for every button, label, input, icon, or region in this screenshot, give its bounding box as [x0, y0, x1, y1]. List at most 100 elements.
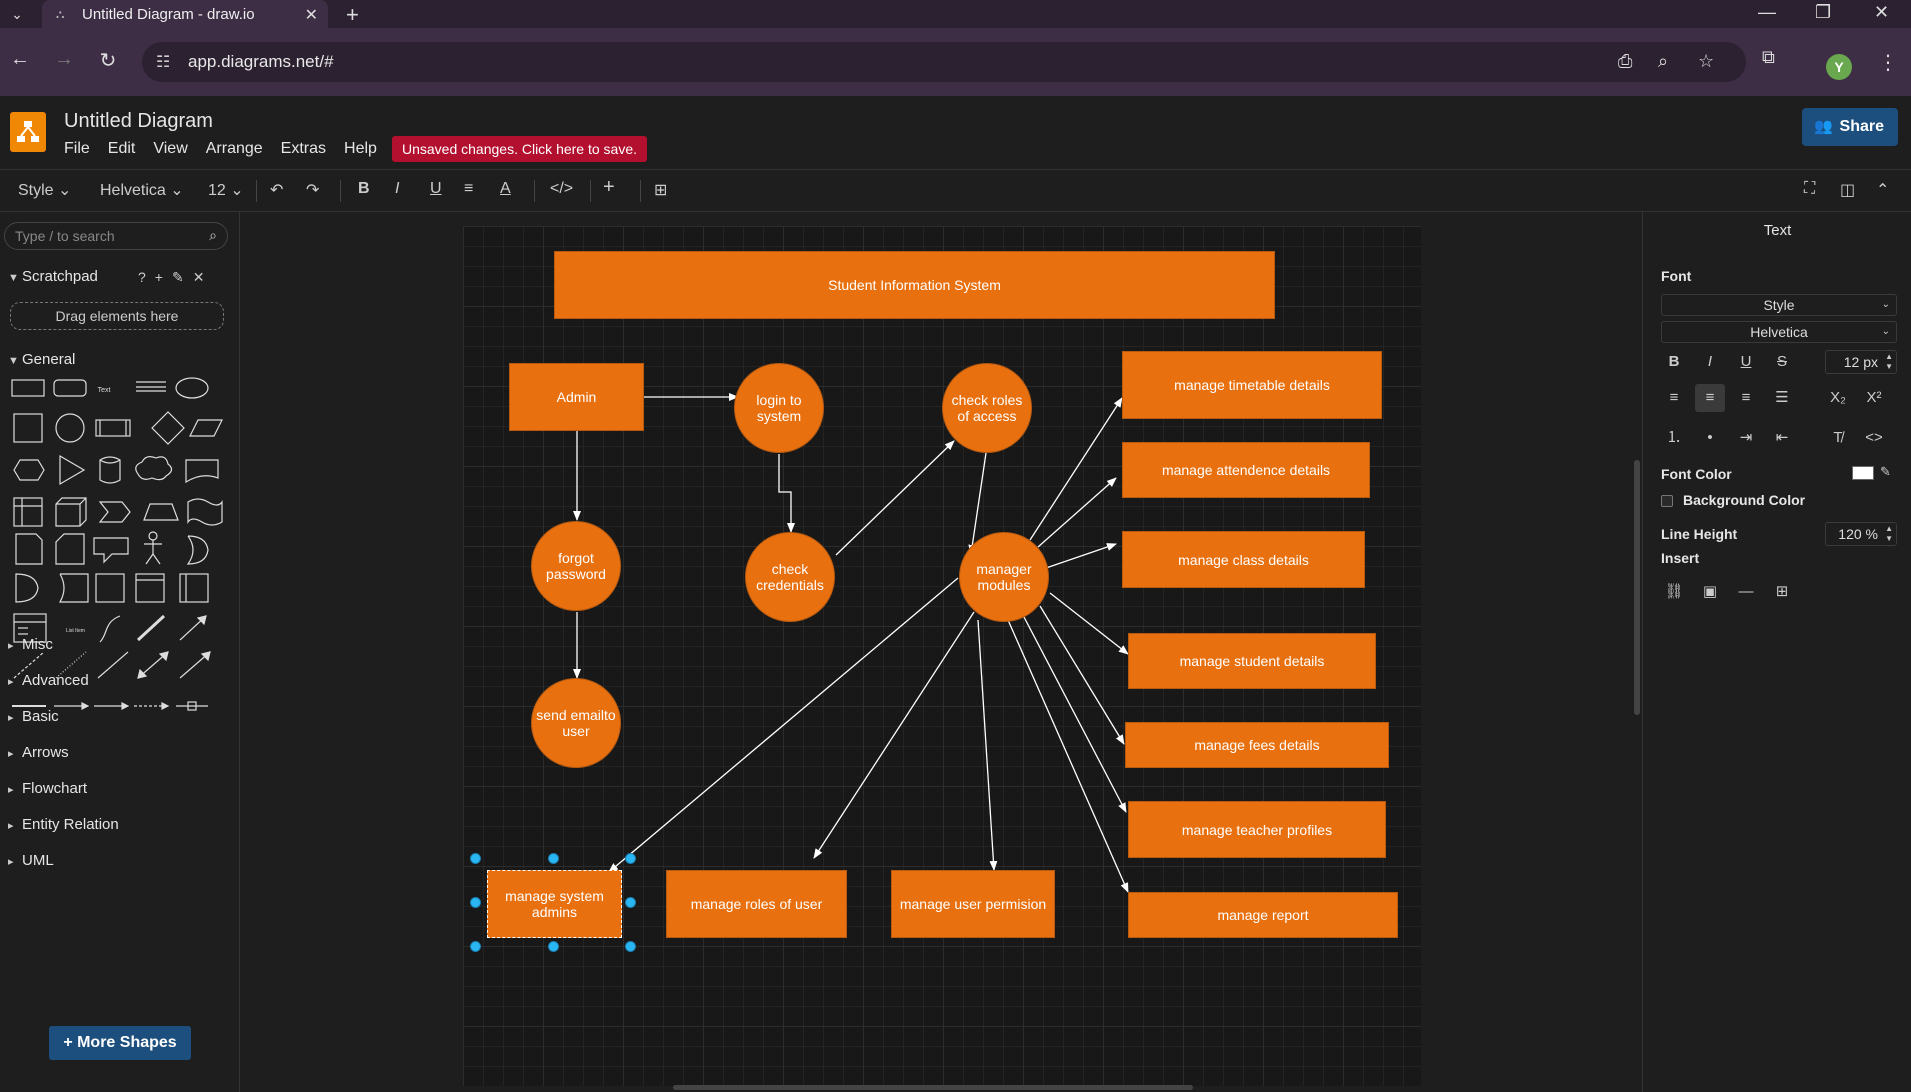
fullscreen-icon[interactable]: ⛶: [1804, 180, 1816, 197]
menu-arrange[interactable]: Arrange: [205, 140, 263, 157]
profile-avatar[interactable]: Y: [1826, 54, 1852, 80]
node-send-email[interactable]: send emailto user: [531, 678, 621, 768]
sidebar-section-uml[interactable]: ▸UML: [8, 852, 54, 869]
stepper-icon[interactable]: ▲▼: [1885, 524, 1893, 543]
help-icon[interactable]: ?: [138, 269, 155, 285]
resize-handle-s[interactable]: [548, 941, 559, 952]
bold-icon[interactable]: B: [1668, 353, 1680, 370]
strikethrough-icon[interactable]: S: [1776, 353, 1787, 370]
font-style-select[interactable]: Style⌄: [1661, 294, 1897, 316]
forward-arrow-icon[interactable]: →: [54, 48, 74, 70]
tab-list-chevron-icon[interactable]: ⌄: [11, 6, 23, 22]
document-title[interactable]: Untitled Diagram: [64, 110, 213, 132]
shape-search-input[interactable]: [15, 228, 195, 244]
table-icon[interactable]: ⊞: [654, 182, 668, 199]
resize-handle-se[interactable]: [625, 941, 636, 952]
node-fees[interactable]: manage fees details: [1125, 722, 1389, 768]
font-size-dropdown[interactable]: 12 ⌄: [208, 182, 244, 199]
node-attendance[interactable]: manage attendence details: [1122, 442, 1370, 498]
restore-icon[interactable]: ❐: [1815, 2, 1832, 22]
menu-file[interactable]: File: [64, 140, 90, 157]
site-settings-icon[interactable]: ☷: [156, 54, 171, 71]
node-system-admins[interactable]: manage system admins: [487, 870, 622, 938]
justify-icon[interactable]: ☰: [1775, 389, 1789, 406]
redo-icon[interactable]: ↷: [306, 182, 320, 199]
insert-image-icon[interactable]: ▣: [1702, 583, 1718, 600]
underline-icon[interactable]: U: [430, 180, 442, 197]
menu-extras[interactable]: Extras: [280, 140, 327, 157]
node-roles-of-user[interactable]: manage roles of user: [666, 870, 847, 938]
menu-help[interactable]: Help: [344, 140, 377, 157]
insert-table-icon[interactable]: ⊞: [1775, 583, 1789, 600]
search-icon[interactable]: ⌕: [209, 227, 217, 243]
extensions-puzzle-icon[interactable]: ⧉: [1762, 47, 1775, 67]
bookmark-star-icon[interactable]: ☆: [1698, 51, 1715, 71]
window-close-icon[interactable]: ✕: [1874, 2, 1890, 22]
sidebar-section-flowchart[interactable]: ▸Flowchart: [8, 780, 88, 797]
general-shapes-palette[interactable]: Text: [8, 374, 228, 754]
sidebar-section-entity-relation[interactable]: ▸Entity Relation: [8, 816, 119, 833]
node-class[interactable]: manage class details: [1122, 531, 1365, 588]
url-bar[interactable]: ☷ app.diagrams.net/# ⎙ ⌕ ☆: [142, 42, 1746, 82]
node-check-credentials[interactable]: check credentials: [745, 532, 835, 622]
font-color-icon[interactable]: A: [500, 180, 511, 197]
general-section-header[interactable]: ▼General: [8, 351, 76, 368]
resize-handle-n[interactable]: [548, 853, 559, 864]
horizontal-scrollbar[interactable]: [673, 1085, 1193, 1090]
line-height-input[interactable]: 120 %▲▼: [1825, 522, 1897, 546]
resize-handle-nw[interactable]: [470, 853, 481, 864]
back-arrow-icon[interactable]: ←: [10, 48, 30, 70]
reload-icon[interactable]: ↻: [99, 50, 117, 72]
insert-hr-icon[interactable]: —: [1738, 583, 1754, 600]
format-panel-toggle-icon[interactable]: ◫: [1840, 182, 1856, 199]
node-student[interactable]: manage student details: [1128, 633, 1376, 689]
html-code-icon[interactable]: <>: [1865, 429, 1883, 446]
clear-format-icon[interactable]: T̸: [1833, 429, 1843, 446]
font-color-swatch[interactable]: [1852, 466, 1874, 480]
font-size-input[interactable]: 12 px▲▼: [1825, 350, 1897, 374]
italic-icon[interactable]: I: [1707, 353, 1713, 370]
insert-link-icon[interactable]: ⛓: [1664, 583, 1684, 600]
close-tab-icon[interactable]: ✕: [304, 7, 318, 24]
underline-icon[interactable]: U: [1740, 353, 1752, 370]
unsaved-changes-button[interactable]: Unsaved changes. Click here to save.: [392, 136, 648, 162]
sidebar-section-misc[interactable]: ▸Misc: [8, 636, 53, 653]
numbered-list-icon[interactable]: ⒈: [1666, 429, 1682, 446]
bold-icon[interactable]: B: [358, 180, 370, 197]
italic-icon[interactable]: I: [395, 180, 400, 197]
sidebar-section-basic[interactable]: ▸Basic: [8, 708, 59, 725]
scratchpad-dropzone[interactable]: Drag elements here: [10, 302, 224, 330]
minimize-icon[interactable]: —: [1758, 2, 1776, 22]
undo-icon[interactable]: ↶: [270, 182, 284, 199]
browser-menu-icon[interactable]: ⋮: [1878, 52, 1898, 74]
align-icon[interactable]: ≡: [464, 180, 474, 197]
bullet-list-icon[interactable]: •: [1707, 429, 1713, 446]
collapse-chevron-up-icon[interactable]: ⌃: [1876, 182, 1890, 199]
superscript-icon[interactable]: X²: [1866, 389, 1882, 406]
indent-icon[interactable]: ⇥: [1739, 429, 1753, 446]
style-dropdown[interactable]: Style ⌄: [18, 182, 72, 199]
insert-plus-icon[interactable]: +: [603, 176, 615, 198]
font-dropdown[interactable]: Helvetica ⌄: [100, 182, 184, 199]
more-shapes-button[interactable]: + More Shapes: [49, 1026, 191, 1060]
align-center-icon[interactable]: ≡: [1695, 384, 1725, 412]
url-text[interactable]: app.diagrams.net/#: [188, 52, 334, 71]
html-code-icon[interactable]: </>: [550, 180, 574, 197]
node-title[interactable]: Student Information System: [554, 251, 1275, 319]
sidebar-section-advanced[interactable]: ▸Advanced: [8, 672, 89, 689]
node-user-permission[interactable]: manage user permision: [891, 870, 1055, 938]
menu-view[interactable]: View: [153, 140, 188, 157]
background-color-checkbox[interactable]: [1661, 495, 1673, 507]
outdent-icon[interactable]: ⇤: [1775, 429, 1789, 446]
resize-handle-ne[interactable]: [625, 853, 636, 864]
resize-handle-sw[interactable]: [470, 941, 481, 952]
node-teacher[interactable]: manage teacher profiles: [1128, 801, 1386, 858]
menu-edit[interactable]: Edit: [107, 140, 136, 157]
node-check-roles[interactable]: check roles of access: [942, 363, 1032, 453]
eyedropper-icon[interactable]: ✎: [1880, 464, 1891, 479]
share-button[interactable]: 👥 Share: [1802, 108, 1898, 146]
subscript-icon[interactable]: X₂: [1830, 389, 1846, 406]
install-app-icon[interactable]: ⎙: [1618, 51, 1633, 71]
align-left-icon[interactable]: ≡: [1669, 389, 1679, 406]
edit-pencil-icon[interactable]: ✎: [171, 269, 193, 285]
